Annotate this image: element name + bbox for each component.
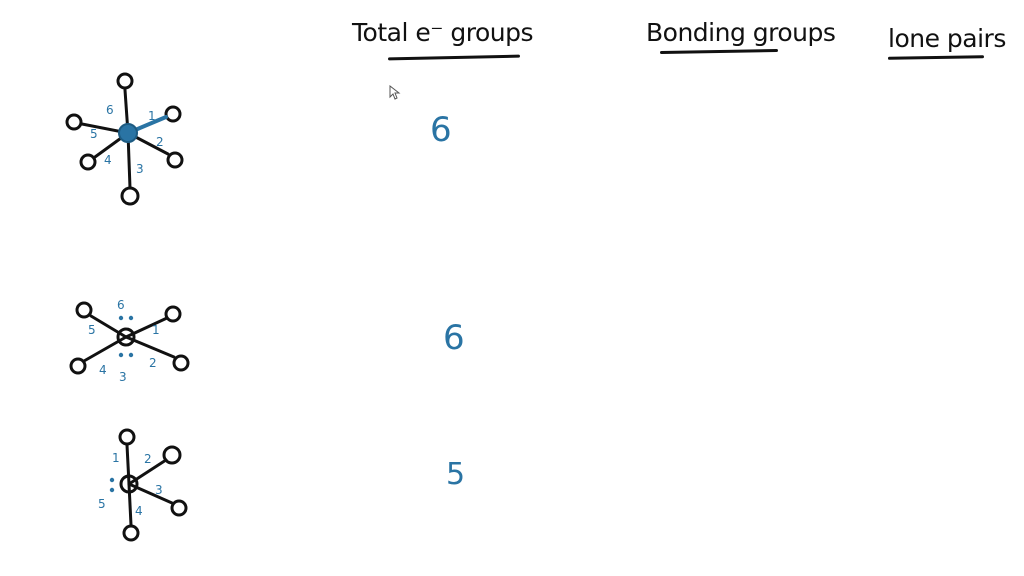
label-position-5: 5: [98, 497, 106, 511]
row3-total-value: 5: [446, 457, 466, 492]
label-position-1: 1: [112, 451, 120, 465]
label-position-3: 3: [119, 370, 127, 384]
label-position-4: 4: [99, 363, 107, 377]
label-position-4: 4: [104, 153, 112, 167]
row1-total-value: 6: [430, 110, 452, 150]
header-lone-pairs: lone pairs: [888, 24, 1006, 53]
label-position-2: 2: [149, 356, 157, 370]
label-position-4: 4: [135, 504, 143, 518]
label-position-2: 2: [144, 452, 152, 466]
label-position-1: 1: [148, 109, 156, 123]
label-position-2: 2: [156, 135, 164, 149]
label-position-1: 1: [152, 323, 160, 337]
row2-total-value: 6: [443, 318, 465, 358]
label-position-3: 3: [136, 162, 144, 176]
label-position-5: 5: [90, 127, 98, 141]
label-position-6: 6: [117, 298, 125, 312]
mouse-pointer-icon: [389, 85, 401, 100]
label-position-5: 5: [88, 323, 96, 337]
label-position-3: 3: [155, 483, 163, 497]
label-position-6: 6: [106, 103, 114, 117]
header-total-electron-groups: Total e⁻ groups: [352, 18, 534, 47]
header-bonding-groups: Bonding groups: [646, 18, 836, 47]
